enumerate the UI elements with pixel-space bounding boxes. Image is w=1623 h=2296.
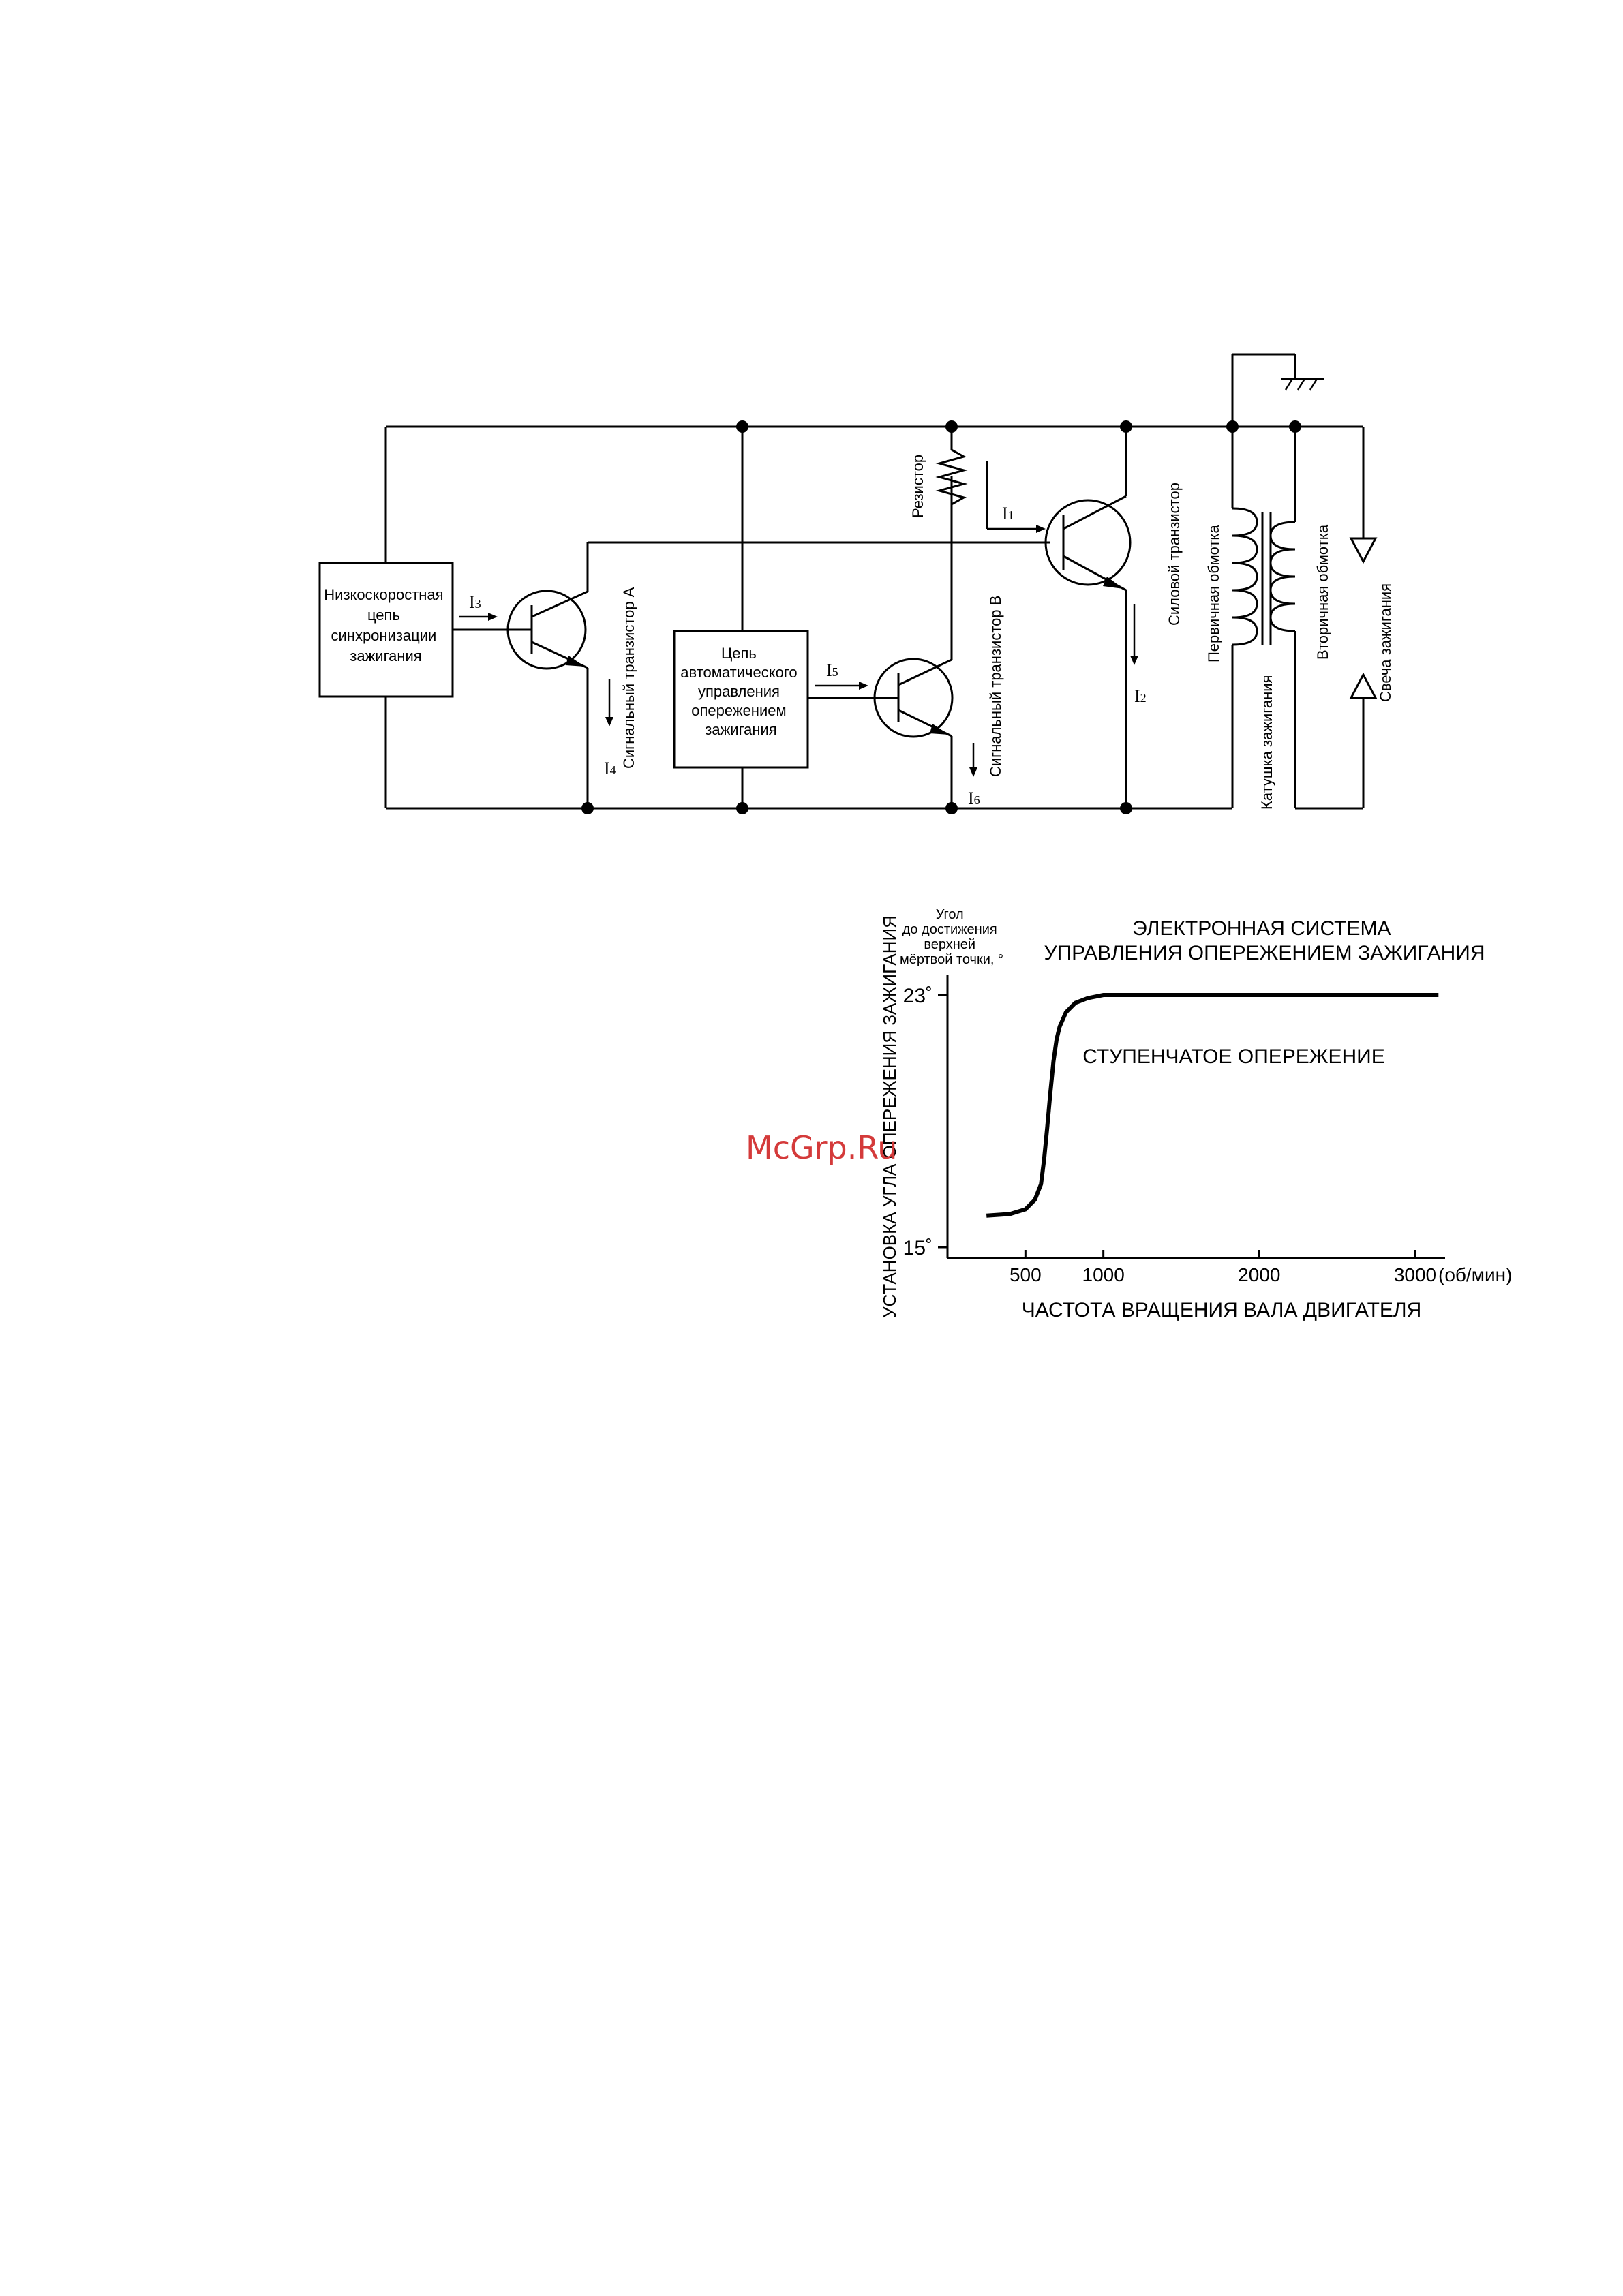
x-axis-label: ЧАСТОТА ВРАЩЕНИЯ ВАЛА ДВИГАТЕЛЯ (1022, 1299, 1422, 1321)
power-transistor-label: Силовой транзистор (1166, 483, 1183, 626)
watermark-text: McGrp.Ru (746, 1129, 897, 1166)
auto-box-label: Цепь автоматического управления опережен… (680, 645, 801, 738)
current-i5-arrowhead (859, 682, 868, 690)
current-i3-label: I3 (469, 592, 481, 612)
current-i5-label: I5 (826, 660, 838, 680)
junction-dot (581, 802, 594, 814)
x-tick-label: 1000 (1082, 1264, 1125, 1285)
transistor-b-label: Сигнальный транзистор В (987, 596, 1004, 777)
secondary-winding-label: Вторичная обмотка (1314, 524, 1331, 660)
x-tick-label: 3000 (1394, 1264, 1436, 1285)
curve-label: СТУПЕНЧАТОЕ ОПЕРЕЖЕНИЕ (1082, 1045, 1384, 1068)
current-i2-arrowhead (1130, 656, 1138, 665)
chart-corner-label: Угол до достижения верхней мёртвой точки… (900, 907, 1003, 967)
ignition-coil-label: Катушка зажигания (1258, 675, 1275, 810)
secondary-winding-coil (1269, 521, 1296, 632)
transistor-b-collector (898, 658, 952, 686)
low-speed-box-label: Низкоскоростная цепь синхронизации зажиг… (324, 586, 447, 664)
x-tick-label: 500 (1010, 1264, 1042, 1285)
current-i6-arrowhead (969, 767, 977, 777)
primary-winding-coil (1232, 507, 1258, 646)
x-ticks: 500 1000 2000 3000 (1010, 1250, 1436, 1285)
junction-dot (945, 420, 958, 433)
transistor-a-label: Сигнальный транзистор А (620, 587, 637, 769)
ground-hatch-2 (1296, 378, 1306, 391)
ignition-advance-chart: Угол до достижения верхней мёртвой точки… (879, 907, 1512, 1321)
junction-dot (736, 802, 748, 814)
power-transistor-emitter-arrow (1103, 577, 1123, 589)
resistor-symbol (935, 448, 968, 506)
junction-dot (736, 420, 748, 433)
x-tick-label: 2000 (1238, 1264, 1280, 1285)
current-i4-arrowhead (605, 717, 613, 726)
primary-winding-label: Первичная обмотка (1205, 524, 1222, 662)
ground-hatch-3 (1309, 378, 1318, 391)
series-line-stepped-advance (986, 993, 1439, 1218)
power-transistor-collector (1063, 495, 1127, 530)
transistor-b-emitter-arrow (930, 724, 949, 735)
x-unit-label: (об/мин) (1438, 1264, 1512, 1285)
y-tick-label: 23˚ (903, 985, 932, 1007)
junction-dot (1289, 420, 1301, 433)
current-i4-label: I4 (604, 759, 616, 778)
current-i2-label: I2 (1134, 686, 1147, 706)
spark-plug-electrode-bottom (1349, 672, 1378, 699)
y-ticks: 23˚ 15˚ (903, 985, 947, 1259)
ignition-circuit-diagram: Низкоскоростная цепь синхронизации зажиг… (318, 353, 1394, 814)
spark-plug-label: Свеча зажигания (1377, 583, 1394, 702)
transistor-a-collector (531, 590, 588, 618)
junction-dot (945, 802, 958, 814)
transistor-a-emitter-arrow (566, 656, 585, 667)
spark-plug-electrode-top (1349, 537, 1378, 564)
current-i1-label: I1 (1002, 504, 1014, 523)
chart-title: ЭЛЕКТРОННАЯ СИСТЕМА УПРАВЛЕНИЯ ОПЕРЕЖЕНИ… (1044, 917, 1485, 964)
y-tick-label: 15˚ (903, 1237, 932, 1259)
auto-advance-control-box (673, 630, 809, 769)
current-i6-label: I6 (968, 789, 980, 808)
power-transistor (1044, 499, 1132, 586)
resistor-label: Резистор (909, 455, 926, 518)
ground-hatch-1 (1284, 378, 1294, 391)
y-axis-label: УСТАНОВКА УГЛА ОПЕРЕЖЕНИЯ ЗАЖИГАНИЯ (879, 915, 900, 1318)
junction-dot (1120, 420, 1132, 433)
junction-dot (1226, 420, 1239, 433)
junction-dot (1120, 802, 1132, 814)
current-i3-arrowhead (488, 613, 498, 621)
current-i1-arrowhead (1036, 525, 1046, 533)
